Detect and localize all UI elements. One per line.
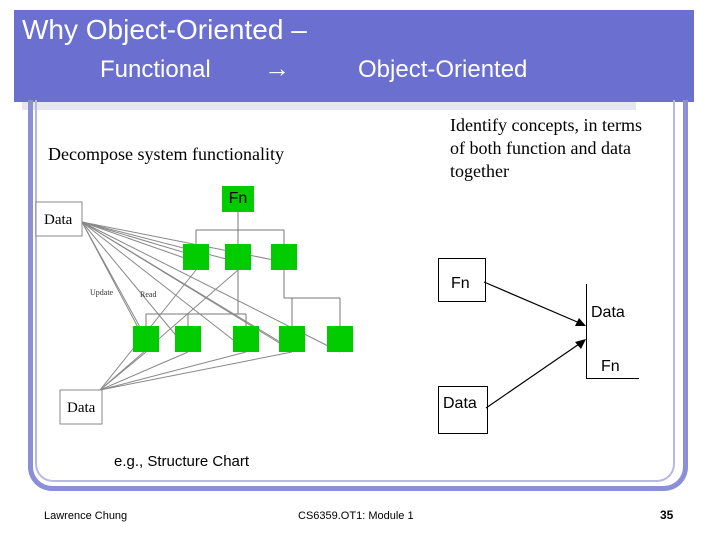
object-fn-top: Fn [438,258,486,302]
object-fn-bottom-label: Fn [601,358,620,375]
object-data-top-label: Data [591,304,625,321]
right-description: Identify concepts, in terms of both func… [450,115,642,181]
function-module [327,326,353,352]
slide-title-object-oriented: Object-Oriented [358,56,528,83]
data-bottom-label: Data [67,400,96,416]
data-access-lines [81,221,341,391]
page-number: 35 [660,508,674,522]
data-bottom-box [59,389,103,425]
object-fn-top-label: Fn [451,275,470,292]
arrow-fn-to-data-head [575,318,586,326]
left-description: Decompose system functionality [48,144,284,164]
function-module [225,244,251,270]
read-label: Read [140,290,157,299]
footer-author: Lawrence Chung [44,510,128,522]
update-label: Update [90,288,114,297]
arrow-data-to-fn [485,341,583,409]
tree-connectors [145,212,341,326]
object-data-bottom: Data [438,386,488,434]
right-arrow-icon: → [264,53,290,83]
fn-root-box: Fn [222,186,254,212]
slide-title-line1: Why Object-Oriented – [22,14,307,45]
title-banner [14,10,694,102]
footer-course: CS6359.OT1: Module 1 [298,510,414,522]
object-data-bottom-label: Data [443,395,477,412]
function-module [183,244,209,270]
caption: e.g., Structure Chart [114,453,250,470]
object-fn-bottom [586,340,639,379]
content-frame [28,100,688,491]
function-module [271,244,297,270]
arrow-fn-to-data [483,281,583,325]
content-frame-inner [35,100,675,482]
function-module [233,326,259,352]
function-module [133,326,159,352]
object-data-top: Data Fn [586,284,639,375]
data-top-label: Data [44,212,73,228]
function-module [279,326,305,352]
function-module [175,326,201,352]
data-top-box [35,201,83,237]
title-banner-shadow [22,102,636,110]
arrow-data-to-fn-head [575,339,586,349]
slide-title-functional: Functional [100,56,211,83]
